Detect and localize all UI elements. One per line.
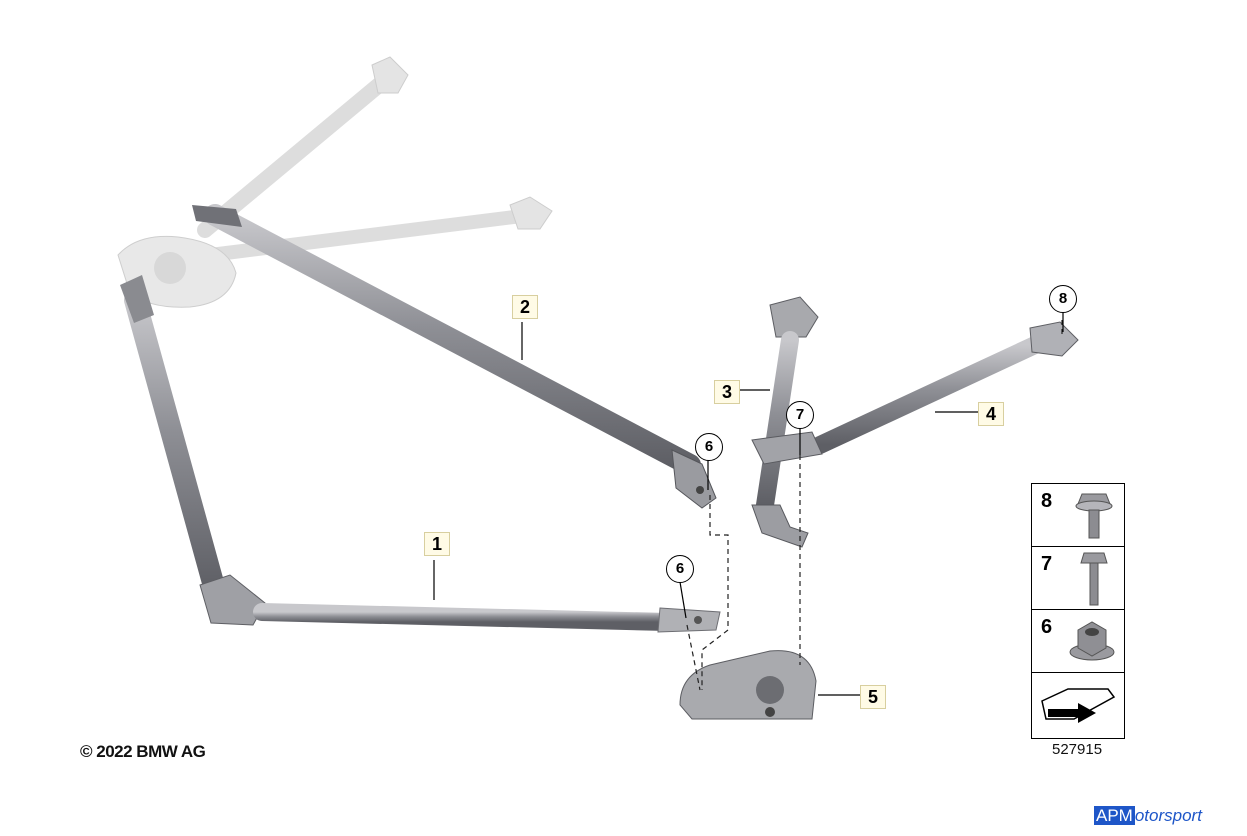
leader-lines bbox=[433, 312, 1064, 696]
strut-brace-part-4 bbox=[751, 321, 1079, 465]
flange-nut-icon bbox=[1069, 621, 1115, 661]
legend-number: 6 bbox=[1041, 616, 1053, 638]
legend-row-8: 8 bbox=[1032, 484, 1124, 547]
legend-row-direction bbox=[1032, 673, 1124, 737]
callout-ref-6-upper: 6 bbox=[695, 433, 723, 461]
logo-suffix: otorsport bbox=[1134, 806, 1202, 825]
strut-brace-part-2 bbox=[192, 204, 717, 509]
callout-part-3: 3 bbox=[714, 380, 741, 404]
legend-number: 7 bbox=[1041, 553, 1053, 575]
mounting-bracket-part-5 bbox=[679, 650, 817, 720]
diagram-number: 527915 bbox=[1052, 741, 1103, 758]
callout-part-1: 1 bbox=[424, 532, 451, 556]
assembly-lines bbox=[686, 320, 1063, 691]
legend-row-6: 6 bbox=[1032, 610, 1124, 673]
legend-number: 8 bbox=[1041, 490, 1053, 512]
callout-ref-7: 7 bbox=[786, 401, 814, 429]
callout-ref-6-lower: 6 bbox=[666, 555, 694, 583]
logo-prefix: APM bbox=[1094, 806, 1135, 825]
callout-part-4: 4 bbox=[978, 402, 1005, 426]
callout-ref-8: 8 bbox=[1049, 285, 1077, 313]
fasteners-legend: 8 7 6 bbox=[1031, 483, 1125, 739]
strut-brace-part-1 bbox=[120, 275, 721, 633]
strut-brace-part-3 bbox=[751, 296, 819, 548]
bolt-icon bbox=[1080, 552, 1108, 606]
legend-row-7: 7 bbox=[1032, 547, 1124, 610]
copyright-text: © 2022 BMW AG bbox=[80, 742, 206, 761]
callout-part-5: 5 bbox=[860, 685, 887, 709]
bolt-with-washer-icon bbox=[1075, 493, 1113, 539]
direction-arrow-icon bbox=[1041, 688, 1116, 723]
callout-part-2: 2 bbox=[512, 295, 539, 319]
